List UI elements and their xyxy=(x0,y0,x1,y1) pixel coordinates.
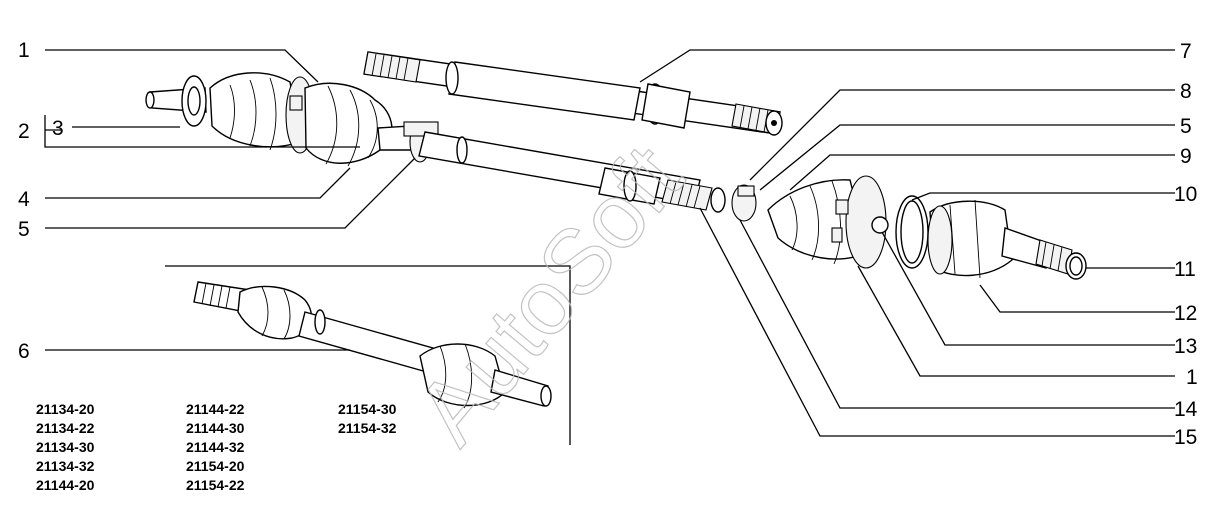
callout-8: 8 xyxy=(1180,80,1192,103)
callout-13: 13 xyxy=(1174,335,1197,358)
callout-1-right: 1 xyxy=(1186,366,1198,389)
code-item: 21144-32 xyxy=(186,439,245,455)
code-item: 21154-32 xyxy=(338,420,397,436)
code-item: 21154-22 xyxy=(186,477,245,493)
code-item: 21134-22 xyxy=(36,420,95,436)
callout-9: 9 xyxy=(1180,145,1192,168)
codes-column-1: 21134-20 21134-22 21134-30 21134-32 2114… xyxy=(36,400,94,495)
callout-5-right: 5 xyxy=(1180,115,1192,138)
code-item: 21144-20 xyxy=(36,477,95,493)
callout-12: 12 xyxy=(1174,302,1197,325)
callout-5-left: 5 xyxy=(18,218,30,241)
code-item: 21134-32 xyxy=(36,458,95,474)
main-drive-shaft xyxy=(145,72,757,222)
codes-column-3: 21154-30 21154-32 xyxy=(338,400,396,438)
callout-6: 6 xyxy=(18,340,30,363)
callout-15: 15 xyxy=(1174,426,1197,449)
callout-10: 10 xyxy=(1174,183,1197,206)
code-item: 21144-30 xyxy=(186,420,245,436)
leader-lines xyxy=(44,49,1175,445)
inner-joint-assembly xyxy=(767,175,1087,280)
callout-14: 14 xyxy=(1174,398,1198,421)
callout-2: 2 xyxy=(18,120,30,143)
code-item: 21134-30 xyxy=(36,439,95,455)
code-item: 21154-30 xyxy=(338,401,397,417)
code-item: 21134-20 xyxy=(36,401,95,417)
callout-11: 11 xyxy=(1174,258,1196,281)
upper-intermediate-shaft xyxy=(363,51,783,136)
code-item: 21154-20 xyxy=(186,458,245,474)
callout-1-left: 1 xyxy=(18,39,30,62)
complete-drive-shaft xyxy=(193,281,552,409)
codes-column-2: 21144-22 21144-30 21144-32 21154-20 2115… xyxy=(186,400,244,495)
callout-3: 3 xyxy=(52,117,64,140)
code-item: 21144-22 xyxy=(186,401,245,417)
callout-7: 7 xyxy=(1180,40,1192,63)
callout-4: 4 xyxy=(18,188,30,211)
